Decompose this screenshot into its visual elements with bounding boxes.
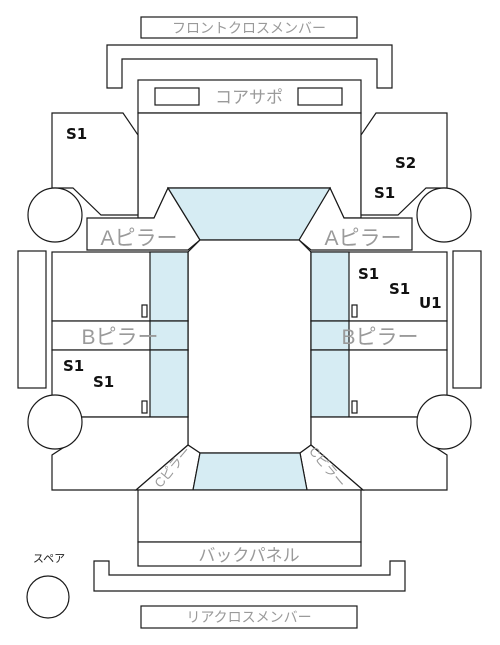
left-b-pillar-glass <box>149 320 189 351</box>
right-rear-door-window <box>310 349 350 418</box>
rear-bumper <box>93 560 406 592</box>
front-cross-member-box <box>140 16 358 39</box>
rear-cross-member-label: リアクロスメンバー <box>186 609 311 625</box>
right-side-step <box>452 250 482 389</box>
back-panel <box>137 541 362 567</box>
mark-front-left-fender: S1 <box>66 125 87 143</box>
front-cross-member-label: フロントクロスメンバー <box>172 20 326 36</box>
spare-label: スペア <box>33 552 65 565</box>
rear-cross-member-box <box>140 605 358 629</box>
front-bumper <box>106 44 393 89</box>
mark-front-right-fender-2: S1 <box>374 184 395 202</box>
left-side-step <box>17 250 47 389</box>
a-pillar-right-label: Aピラー <box>324 227 401 250</box>
trunk-lid <box>137 489 362 543</box>
mark-front-right-fender-1: S2 <box>395 154 416 172</box>
left-front-door-window <box>149 251 189 322</box>
mark-right-front-door-1: S1 <box>358 265 379 283</box>
b-pillar-left-label: Bピラー <box>81 326 158 349</box>
right-front-door-handle <box>351 304 358 318</box>
rear-left-wheel <box>27 394 83 450</box>
mark-right-front-door-3: U1 <box>419 294 442 312</box>
left-rear-door-window <box>149 349 189 418</box>
headlight-left <box>154 87 200 106</box>
left-front-door-handle <box>141 304 148 318</box>
rear-right-wheel <box>416 394 472 450</box>
back-panel-label: バックパネル <box>198 546 299 565</box>
mark-right-front-door-2: S1 <box>389 280 410 298</box>
front-right-wheel <box>416 187 472 243</box>
core-support-panel <box>137 79 362 114</box>
b-pillar-right-label: Bピラー <box>341 326 418 349</box>
right-front-door-window <box>310 251 350 322</box>
headlight-right <box>297 87 343 106</box>
roof <box>187 239 312 454</box>
left-rear-door-handle <box>141 400 148 414</box>
rear-window <box>192 452 308 491</box>
spare-tire <box>26 575 70 619</box>
front-left-wheel <box>27 187 83 243</box>
a-pillar-left-label: Aピラー <box>100 227 177 250</box>
right-rear-door-handle <box>351 400 358 414</box>
core-support-label: コアサポ <box>215 88 283 107</box>
mark-left-rear-door-2: S1 <box>93 373 114 391</box>
mark-left-rear-door-1: S1 <box>63 357 84 375</box>
